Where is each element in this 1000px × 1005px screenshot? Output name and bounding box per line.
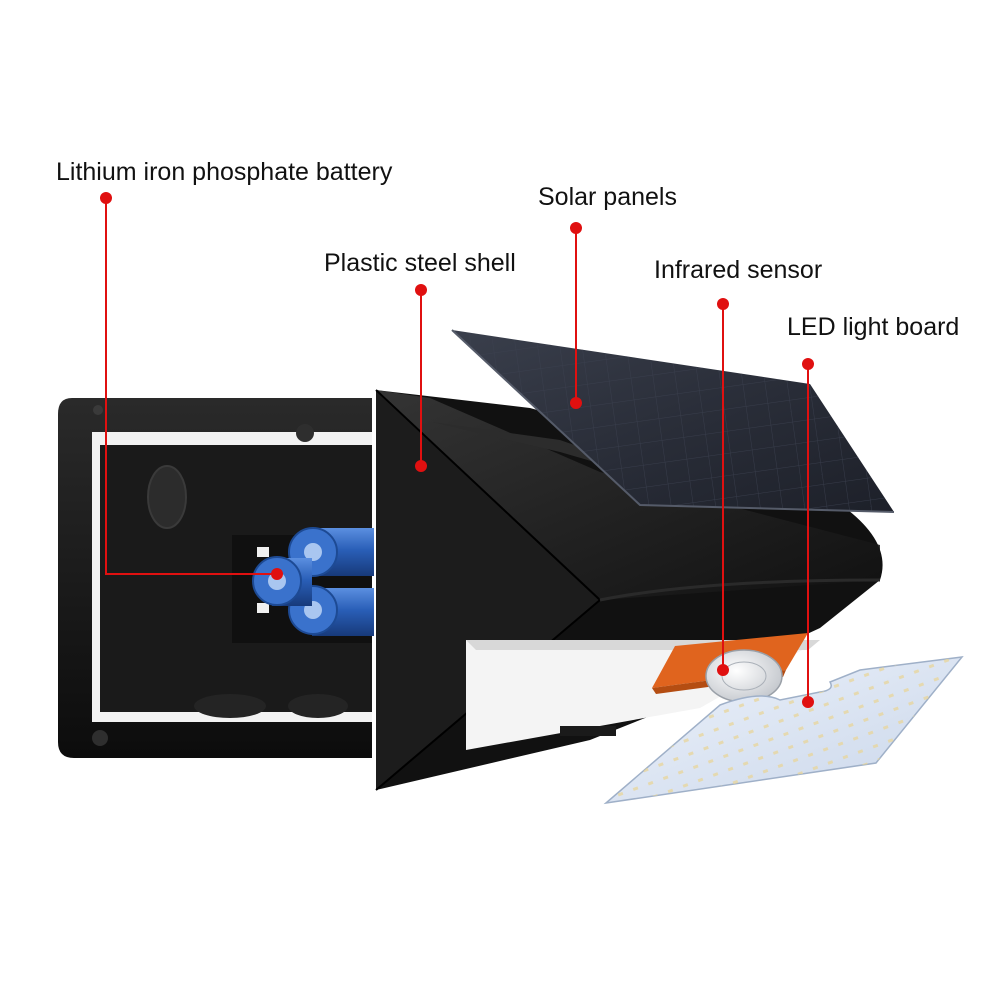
battery-label: Lithium iron phosphate battery <box>56 158 393 186</box>
solar-panel <box>451 329 895 513</box>
callout-solar-line <box>570 222 582 409</box>
battery-cells <box>252 527 374 636</box>
plastic-steel-shell-label: Plastic steel shell <box>324 249 516 277</box>
callout-lines <box>100 192 814 708</box>
led-light-board-label: LED light board <box>787 313 960 341</box>
infrared-sensor-label: Infrared sensor <box>654 256 823 284</box>
led-light-board <box>603 656 964 805</box>
callout-battery-line <box>100 192 283 580</box>
callout-led-line <box>802 358 814 708</box>
solar-panels-label: Solar panels <box>538 183 677 211</box>
callout-shell-line <box>415 284 427 472</box>
infrared-sensor <box>652 633 808 703</box>
callout-infrared-line <box>717 298 729 676</box>
